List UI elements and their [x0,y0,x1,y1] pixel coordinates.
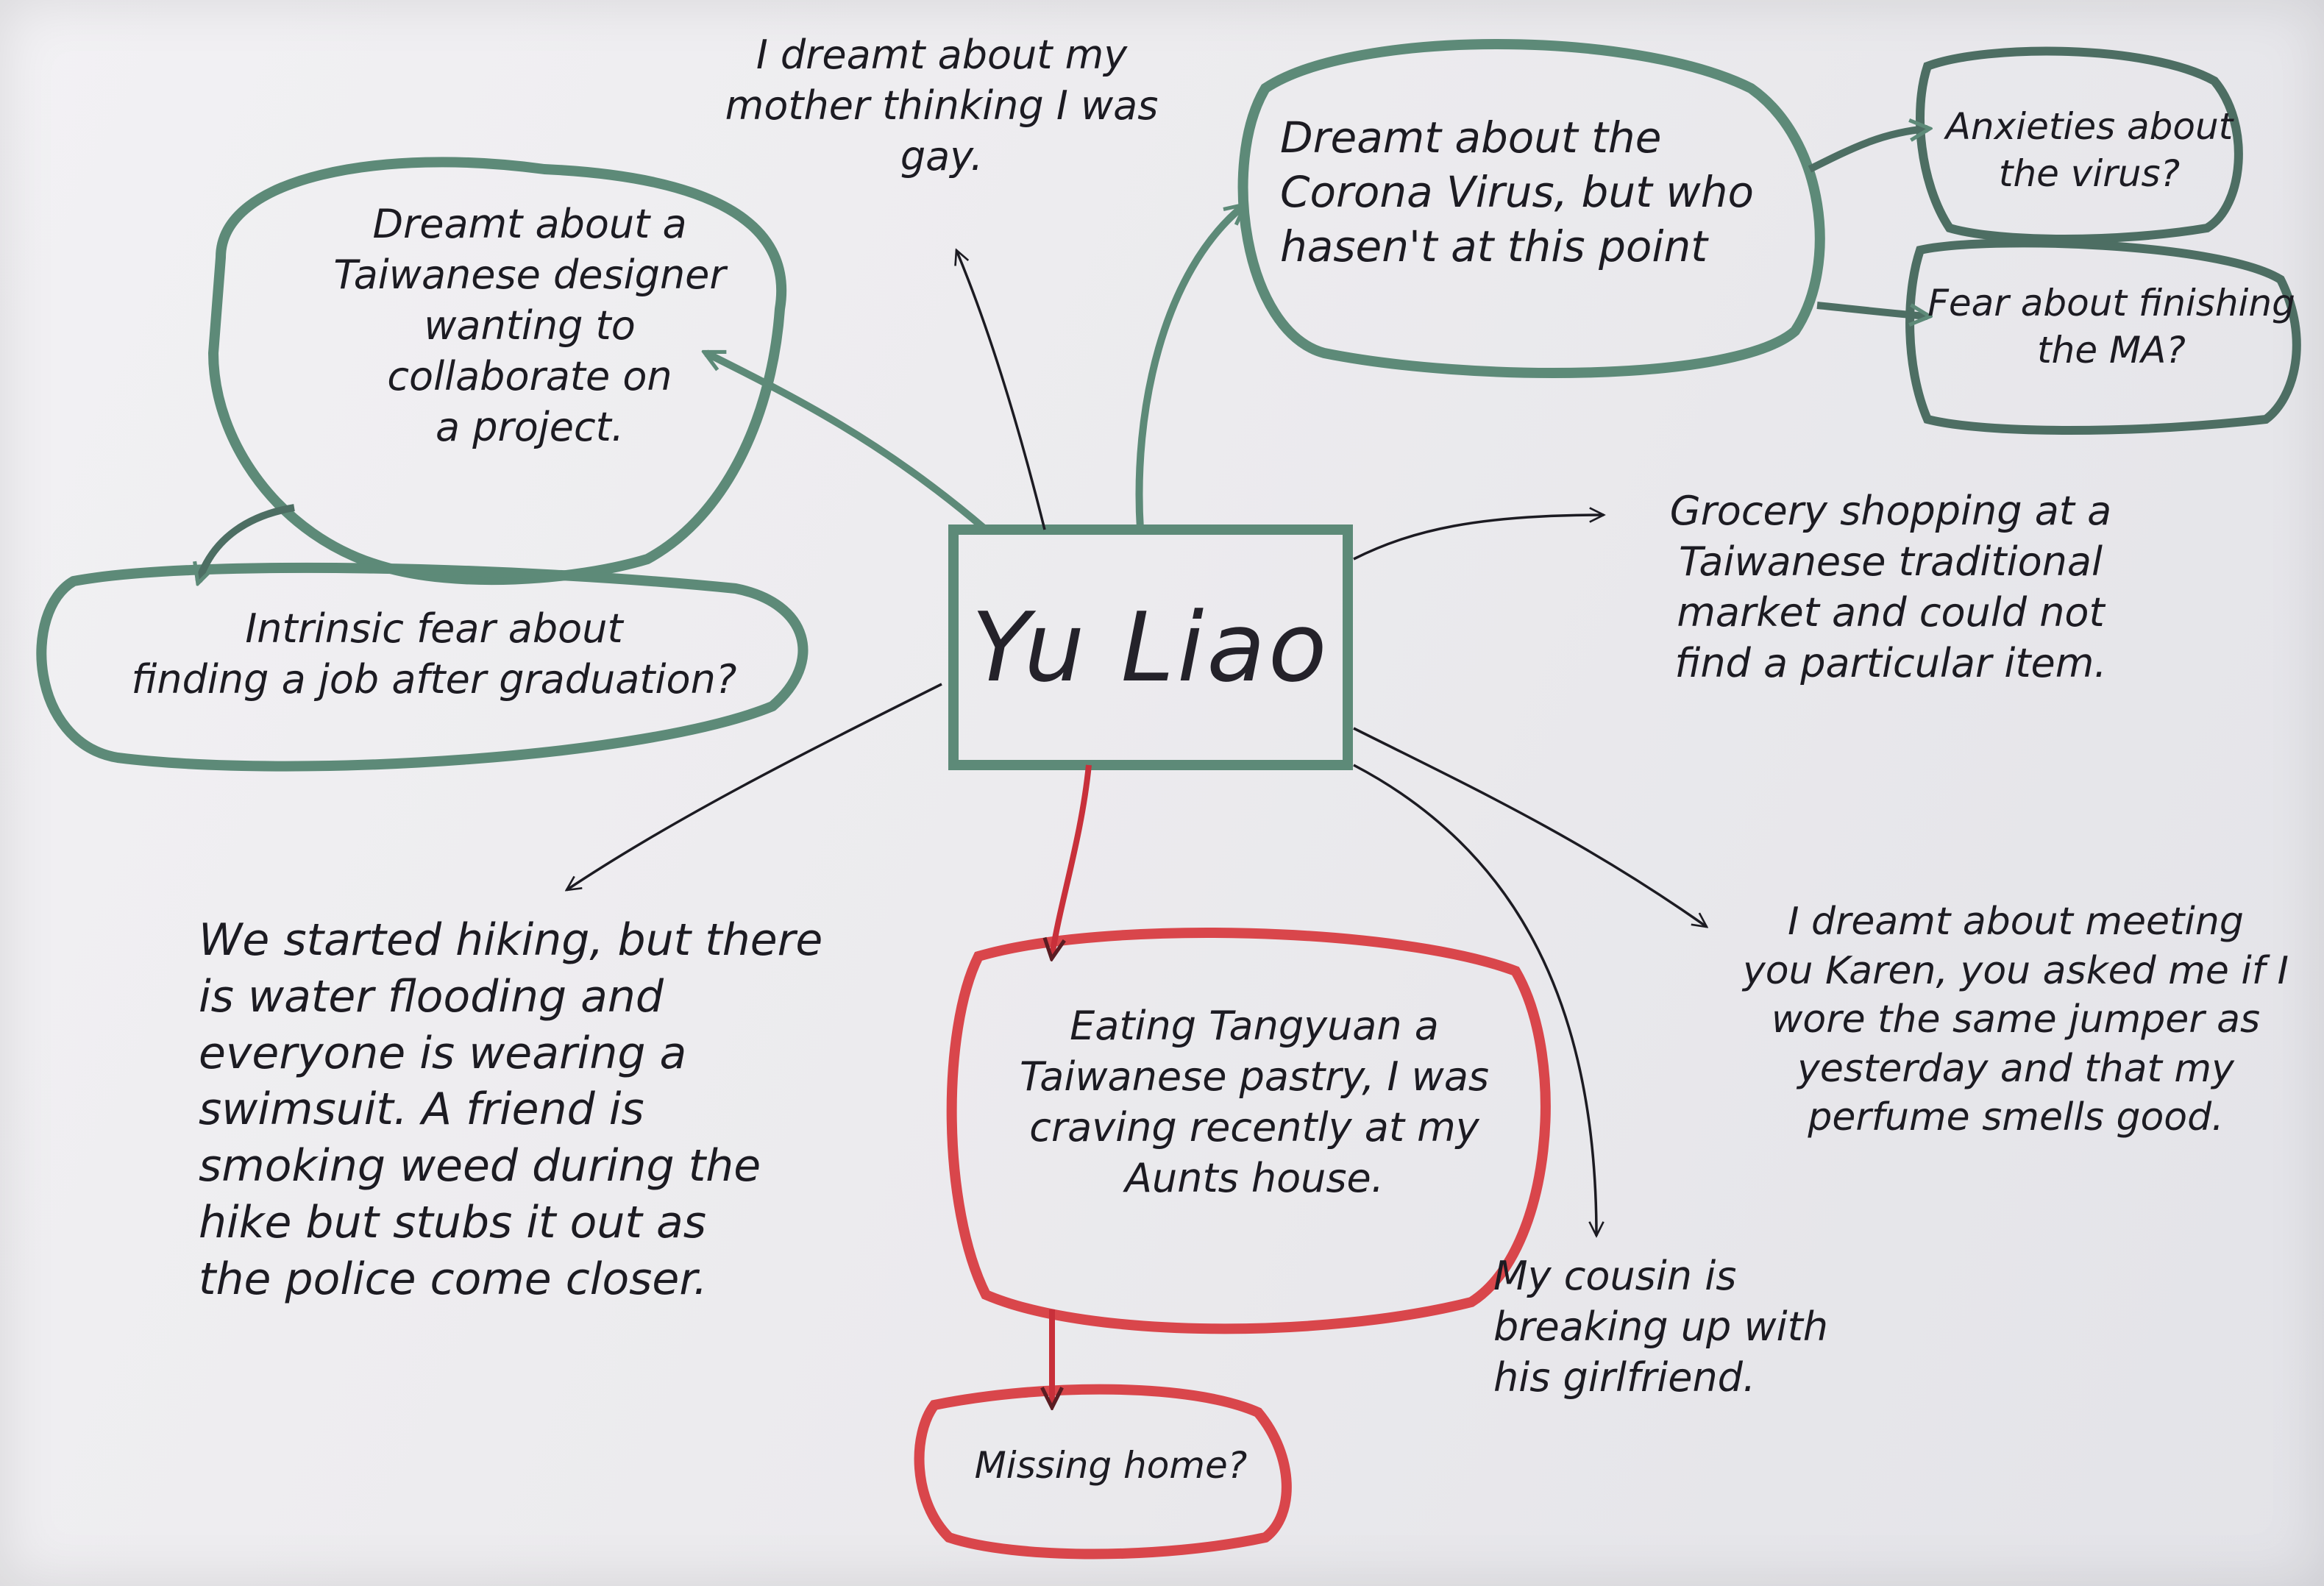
arrow-to-ma-fear [1816,302,1927,316]
node-grocery: Grocery shopping at a Taiwanese traditio… [1669,488,2112,687]
corona-bubble [1237,39,1825,379]
arrow-to-mother [956,250,1046,530]
arrow-to-hiking [566,683,942,890]
job-fear-bubble [36,562,809,772]
node-mother: I dreamt about my mother thinking I was … [725,32,1159,180]
central-topic: Yu Liao [971,591,1330,703]
node-corona: Dreamt about the Corona Virus, but who h… [1280,113,1754,272]
tangyuan-bubble [946,927,1551,1334]
arrow-to-karen [1353,727,1707,927]
arrow-to-cousin [1353,764,1596,1236]
arrow-to-job-fear [199,504,295,581]
arrow-to-tangyuan [1052,764,1092,956]
arrow-to-anxieties [1808,129,1927,173]
center-box [948,524,1353,770]
node-job-fear: Intrinsic fear about finding a job after… [131,605,737,703]
node-tangyuan: Eating Tangyuan a Taiwanese pastry, I wa… [1019,1003,1490,1202]
arrow-to-grocery [1353,515,1604,561]
node-karen: I dreamt about meeting you Karen, you as… [1742,900,2289,1140]
node-designer: Dreamt about a Taiwanese designer wantin… [333,201,726,451]
node-ma-fear: Fear about finishing the MA? [1927,282,2295,371]
arrow-to-designer [706,349,989,533]
arrow-to-corona [1135,206,1243,530]
node-anxieties: Anxieties about the virus? [1945,105,2234,195]
ma-fear-bubble [1905,238,2301,435]
node-missing-home: Missing home? [974,1444,1248,1487]
missing-home-bubble [914,1384,1292,1560]
node-cousin: My cousin is breaking up with his girlfr… [1493,1253,1828,1401]
designer-bubble [207,157,787,586]
node-hiking: We started hiking, but there is water fl… [199,914,823,1305]
anxieties-bubble [1916,46,2243,243]
